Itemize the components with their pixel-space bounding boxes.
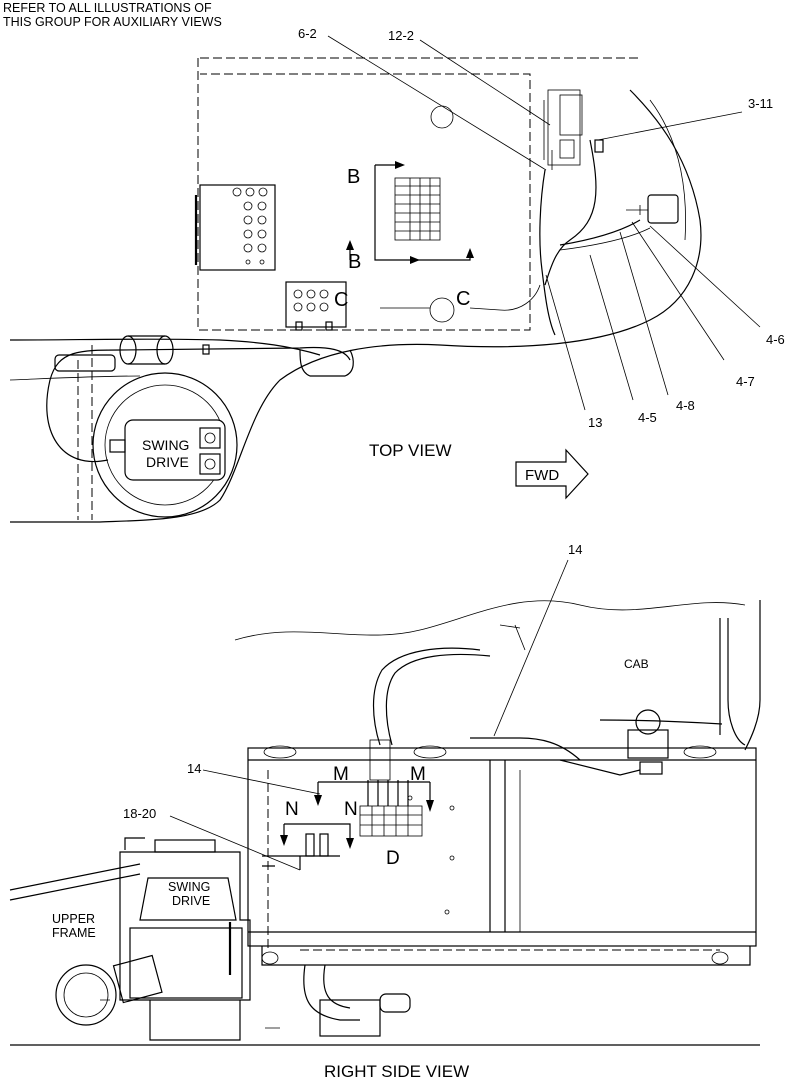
top-view-title: TOP VIEW bbox=[369, 441, 452, 460]
top-swing-drive-label-2: DRIVE bbox=[146, 454, 189, 470]
reference-note-line2: THIS GROUP FOR AUXILIARY VIEWS bbox=[3, 15, 222, 29]
top-section-letter-b-lower: B bbox=[348, 251, 361, 273]
side-section-letter-m-left: M bbox=[333, 764, 349, 785]
top-callout-6-2: 6-2 bbox=[298, 26, 317, 41]
upper-frame-label-1: UPPER bbox=[52, 912, 95, 926]
top-callout-4-8: 4-8 bbox=[676, 398, 695, 413]
cab-label: CAB bbox=[624, 657, 649, 671]
side-section-letter-n-right: N bbox=[344, 799, 358, 820]
top-swing-drive-label-1: SWING bbox=[142, 437, 189, 453]
top-view: SWING DRIVE bbox=[9, 26, 785, 523]
top-callout-4-7: 4-7 bbox=[736, 374, 755, 389]
top-section-letter-b-upper: B bbox=[347, 166, 360, 188]
reference-note-line1: REFER TO ALL ILLUSTRATIONS OF bbox=[3, 1, 212, 15]
forward-arrow-label: FWD bbox=[525, 467, 559, 484]
side-section-letter-n-left: N bbox=[285, 799, 299, 820]
forward-arrow bbox=[515, 448, 589, 500]
side-callout-14-top: 14 bbox=[568, 542, 582, 557]
top-section-letter-c-left: C bbox=[334, 289, 348, 311]
side-section-letter-d: D bbox=[386, 848, 400, 869]
top-callout-12-2: 12-2 bbox=[388, 28, 414, 43]
top-callout-3-11: 3-11 bbox=[748, 96, 773, 111]
side-section-letter-m-right: M bbox=[410, 764, 426, 785]
side-callout-18-20: 18-20 bbox=[123, 806, 156, 821]
right-side-view: CAB bbox=[9, 542, 761, 1081]
top-callout-13: 13 bbox=[588, 415, 602, 430]
upper-frame-label-2: FRAME bbox=[52, 926, 96, 940]
top-callout-4-5: 4-5 bbox=[638, 410, 657, 425]
top-section-letter-c-right: C bbox=[456, 288, 470, 310]
side-swing-drive-label-1: SWING bbox=[168, 880, 210, 894]
side-callout-14-left: 14 bbox=[187, 761, 201, 776]
top-callout-4-6: 4-6 bbox=[766, 332, 785, 347]
side-swing-drive-label-2: DRIVE bbox=[172, 894, 210, 908]
side-view-title: RIGHT SIDE VIEW bbox=[324, 1062, 469, 1081]
